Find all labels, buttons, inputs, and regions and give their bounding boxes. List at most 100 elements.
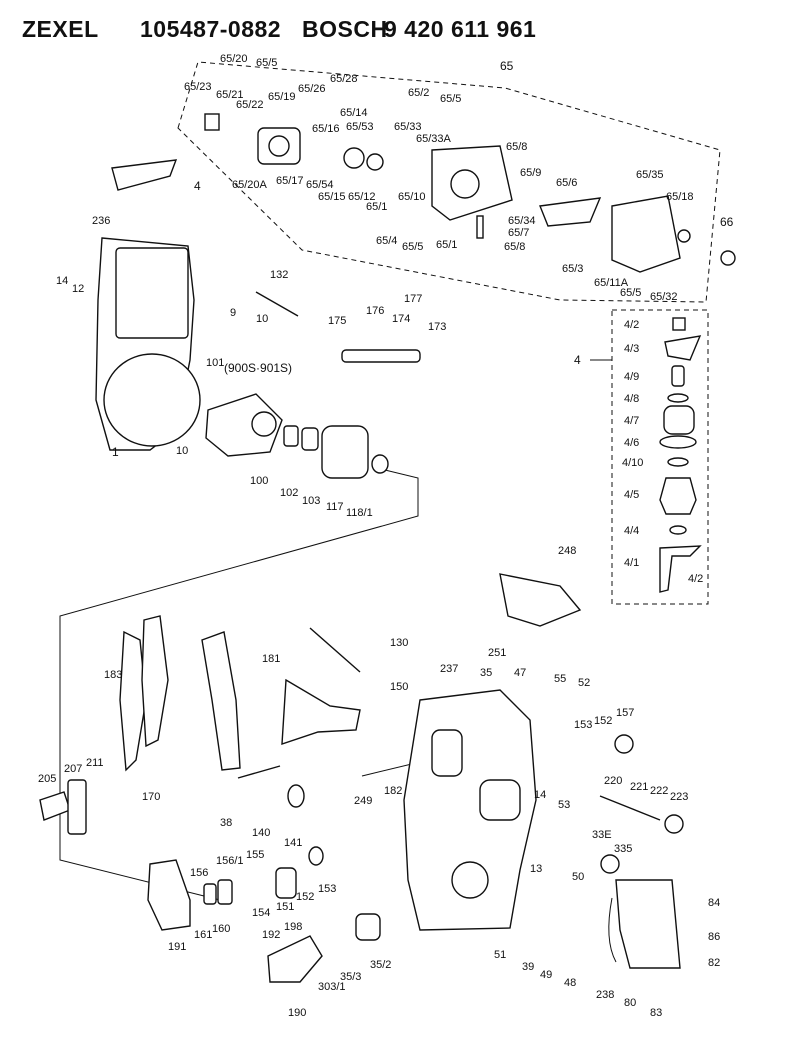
label-65-1b: 65/1	[436, 239, 457, 251]
label-65-20: 65/20	[220, 53, 248, 65]
label-249: 249	[354, 795, 372, 807]
nut-66	[720, 250, 736, 266]
body-4-5	[659, 477, 697, 515]
label-65-33: 65/33	[394, 121, 422, 133]
label-157: 157	[616, 707, 634, 719]
label-238: 238	[596, 989, 614, 1001]
label-51: 51	[494, 949, 506, 961]
label-251: 251	[488, 647, 506, 659]
label-192: 192	[262, 929, 280, 941]
housing-bore-lower	[451, 861, 489, 899]
label-65-11a: 65/11A	[594, 277, 629, 289]
label-33e: 33E	[592, 829, 612, 841]
washer-4-4	[669, 525, 687, 535]
label-65-12: 65/12	[348, 191, 376, 203]
label-1: 1	[112, 445, 119, 459]
label-4-2: 4/2	[624, 319, 639, 331]
label-151: 151	[276, 901, 294, 913]
label-100: 100	[250, 475, 268, 487]
label-65-5c: 65/5	[402, 241, 423, 253]
subassembly-65-boundary	[177, 61, 721, 303]
label-14: 14	[56, 275, 68, 287]
seal-ring-65-15	[343, 147, 365, 169]
subassembly-4-parts	[659, 317, 702, 593]
label-35-2: 35/2	[370, 959, 391, 971]
label-174: 174	[392, 313, 410, 325]
label-65-2: 65/2	[408, 87, 429, 99]
label-65: 65	[500, 59, 514, 73]
pin-205	[39, 791, 71, 821]
label-150: 150	[390, 681, 408, 693]
label-220: 220	[604, 775, 622, 787]
label-198: 198	[284, 921, 302, 933]
label-65-33a: 65/33A	[416, 133, 452, 145]
label-207: 207	[64, 763, 82, 775]
label-155: 155	[246, 849, 264, 861]
label-65-16: 65/16	[312, 123, 340, 135]
label-4: 4	[194, 179, 201, 193]
label-4-2b: 4/2	[688, 573, 703, 585]
housing-port-left	[431, 729, 463, 777]
label-4-6: 4/6	[624, 437, 639, 449]
label-65-20a: 65/20A	[232, 179, 268, 191]
washer-4-10	[667, 457, 689, 467]
label-140: 140	[252, 827, 270, 839]
washer-4-8	[667, 393, 689, 403]
governor-housing-bore	[103, 353, 201, 447]
bracket-303-1	[267, 935, 323, 983]
lever-arm-150	[281, 678, 361, 745]
label-65-18: 65/18	[666, 191, 694, 203]
label-9: 9	[230, 307, 236, 319]
label-303-1: 303/1	[318, 981, 346, 993]
label-190: 190	[288, 1007, 306, 1019]
label-65-34: 65/34	[508, 215, 536, 227]
lever-plate-4	[111, 159, 178, 191]
label-13: 13	[530, 863, 542, 875]
gear-117	[321, 425, 369, 479]
label-173: 173	[428, 321, 446, 333]
label-211: 211	[86, 757, 104, 769]
pump-housing-group	[403, 573, 684, 969]
label-65-23: 65/23	[184, 81, 212, 93]
label-35-3: 35/3	[340, 971, 361, 983]
label-39: 39	[522, 961, 534, 973]
housing-frame-236	[115, 247, 189, 339]
housing-port-right	[479, 779, 521, 821]
label-118-1: 118/1	[346, 507, 373, 519]
label-176: 176	[366, 305, 384, 317]
spring-132	[255, 291, 299, 317]
label-35: 35	[480, 667, 492, 679]
lever-65-6	[539, 197, 602, 227]
label-65-6: 65/6	[556, 177, 577, 189]
governor-group	[95, 159, 421, 479]
label-4-1: 4/1	[624, 557, 639, 569]
label-12: 12	[72, 283, 84, 295]
damper-4-7	[663, 405, 695, 435]
label-38: 38	[220, 817, 232, 829]
label-103: 103	[302, 495, 320, 507]
label-152b: 152	[296, 891, 314, 903]
flyweight-hub	[251, 411, 277, 437]
plug-335	[600, 854, 620, 874]
lever-170	[141, 615, 169, 748]
label-4-9: 4/9	[624, 371, 639, 383]
label-183: 183	[104, 669, 122, 681]
plate-4-3	[664, 335, 702, 361]
label-50: 50	[572, 871, 584, 883]
ring-153	[308, 846, 324, 866]
label-65-14: 65/14	[340, 107, 368, 119]
header-brand-zexel: ZEXEL	[22, 16, 99, 42]
label-177: 177	[404, 293, 422, 305]
label-65-1a: 65/1	[366, 201, 387, 213]
subassembly-4-boundary	[611, 309, 709, 605]
pin-65-7	[476, 215, 484, 239]
label-130: 130	[390, 637, 408, 649]
label-221: 221	[630, 781, 648, 793]
label-102: 102	[280, 487, 298, 499]
plunger-151	[275, 867, 297, 899]
lower-assembly-group	[147, 846, 381, 983]
label-236: 236	[92, 215, 110, 227]
label-101: 101	[206, 357, 224, 369]
bracket-248	[499, 573, 582, 627]
header-brand-bosch: BOSCH	[302, 16, 388, 42]
